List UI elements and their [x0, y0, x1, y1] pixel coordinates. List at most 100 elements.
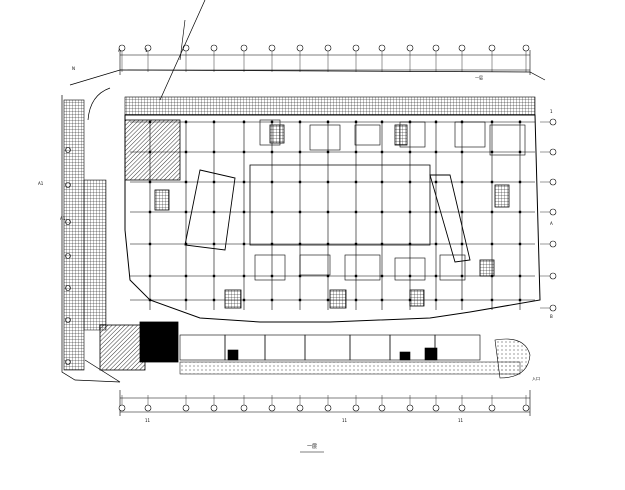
leader-line — [159, 0, 206, 101]
column — [380, 210, 384, 214]
dark-block-lower-left — [139, 321, 179, 363]
grid-bubble — [432, 404, 440, 412]
column — [490, 298, 494, 302]
hatched-block-lower-left — [99, 324, 146, 371]
column — [380, 180, 384, 184]
column — [326, 274, 330, 278]
front-shop-fixture — [399, 351, 411, 361]
column — [518, 180, 522, 184]
column — [326, 180, 330, 184]
column — [270, 150, 274, 154]
grid-bubble — [352, 404, 360, 412]
column — [408, 150, 412, 154]
column — [460, 180, 464, 184]
column — [434, 242, 438, 246]
column — [298, 150, 302, 154]
column — [148, 210, 152, 214]
column — [354, 242, 358, 246]
column — [270, 242, 274, 246]
site-boundary — [61, 69, 546, 383]
column — [434, 298, 438, 302]
main-building — [124, 114, 541, 323]
stair-core — [394, 124, 408, 146]
stair-core — [329, 289, 347, 309]
column — [490, 242, 494, 246]
front-shop — [434, 334, 481, 361]
grid-bubble — [458, 404, 466, 412]
atrium-outline — [429, 174, 471, 263]
grid-bottom-label-2: 11 — [342, 418, 348, 423]
column — [298, 210, 302, 214]
column — [326, 150, 330, 154]
grid-bubble — [324, 404, 332, 412]
grid-bubble — [240, 404, 248, 412]
column — [434, 180, 438, 184]
grid-bubble — [144, 404, 152, 412]
right-label-3: B — [550, 314, 553, 319]
bottom-landscape-band — [179, 361, 521, 375]
grid-bubble — [522, 44, 530, 52]
grid-left-label: A — [118, 48, 121, 53]
column — [184, 180, 188, 184]
column — [148, 298, 152, 302]
front-shop — [179, 334, 226, 361]
column — [148, 242, 152, 246]
column — [434, 150, 438, 154]
room — [454, 121, 486, 148]
column — [184, 210, 188, 214]
grid-bottom-label-1: 11 — [145, 418, 151, 423]
grid-bubble — [182, 404, 190, 412]
column — [212, 298, 216, 302]
column — [242, 274, 246, 278]
column — [518, 242, 522, 246]
left-paving-strip — [63, 99, 85, 371]
grid-bubble — [406, 44, 414, 52]
front-shop-row — [179, 334, 481, 361]
room — [344, 254, 381, 281]
column — [408, 180, 412, 184]
column — [354, 120, 358, 124]
stair-core — [479, 259, 495, 277]
column — [270, 210, 274, 214]
stair-core — [224, 289, 242, 309]
central-hall — [249, 164, 431, 246]
column — [212, 120, 216, 124]
grid-bubble — [378, 404, 386, 412]
column — [298, 120, 302, 124]
front-shop — [304, 334, 351, 361]
column — [184, 242, 188, 246]
column — [242, 150, 246, 154]
front-shop-fixture — [227, 349, 239, 361]
column — [270, 120, 274, 124]
column — [490, 210, 494, 214]
grid-top-label: 1 — [145, 48, 148, 53]
room — [309, 124, 341, 151]
column — [434, 120, 438, 124]
left-side-label-2: A1 — [60, 216, 66, 221]
grid-bubble — [432, 44, 440, 52]
column — [434, 274, 438, 278]
grid-bubble — [549, 272, 557, 280]
column — [460, 274, 464, 278]
column — [518, 150, 522, 154]
title-mark: 一层 — [307, 444, 317, 450]
top-grid-bubbles — [118, 44, 530, 72]
entry-label: 入口 — [532, 376, 540, 381]
column — [148, 274, 152, 278]
stair-core — [409, 289, 425, 307]
column — [298, 298, 302, 302]
bottom-dimension-chain — [119, 390, 531, 416]
room — [489, 124, 526, 156]
column — [518, 210, 522, 214]
column — [518, 120, 522, 124]
bottom-grid-bubbles — [118, 395, 530, 412]
column — [460, 242, 464, 246]
hatched-block-upper-left — [124, 119, 181, 181]
column — [148, 120, 152, 124]
column — [408, 274, 412, 278]
front-shop — [264, 334, 306, 361]
grid-bubble — [549, 118, 557, 126]
top-paving-band — [124, 96, 536, 116]
grid-bubble — [352, 44, 360, 52]
right-label-1: 1 — [550, 109, 553, 114]
